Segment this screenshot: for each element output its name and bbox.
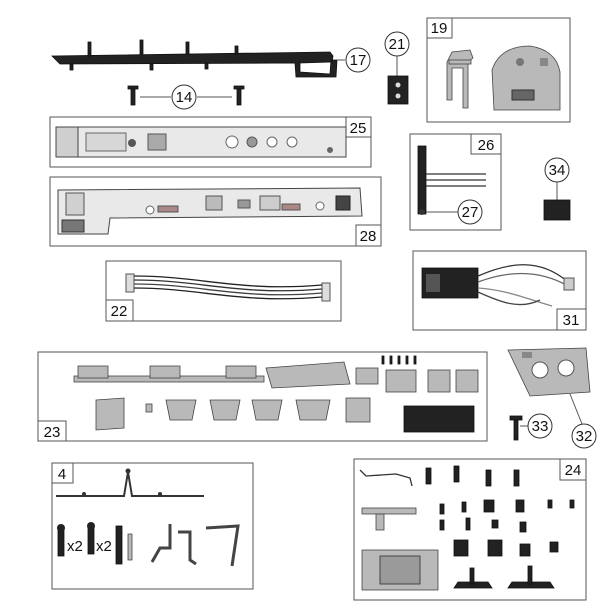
callout-32: 32 [571, 423, 597, 449]
part-19-bracket [446, 49, 474, 109]
svg-text:34: 34 [549, 162, 566, 179]
part-24-components [359, 465, 575, 591]
callout-14: 14 [171, 84, 197, 110]
callout-17: 17 [345, 47, 371, 73]
part-14-screws [127, 85, 245, 106]
svg-text:33: 33 [532, 418, 549, 435]
part-22-cable [125, 273, 331, 302]
svg-text:32: 32 [576, 428, 593, 445]
callout-27: 27 [457, 199, 483, 225]
part-23-components [73, 355, 479, 433]
part-4-components [56, 468, 240, 567]
svg-text:31: 31 [563, 312, 580, 329]
svg-text:24: 24 [565, 462, 582, 479]
callout-33: 33 [527, 413, 553, 439]
svg-text:28: 28 [360, 228, 377, 245]
part-33-screw [509, 415, 523, 441]
part-34-block [543, 199, 571, 221]
svg-text:21: 21 [389, 36, 406, 53]
svg-text:14: 14 [176, 89, 193, 106]
svg-text:26: 26 [478, 137, 495, 154]
part-25-pcb [55, 126, 347, 158]
part-31-decoder [421, 264, 575, 307]
callout-21: 21 [384, 31, 410, 57]
svg-text:17: 17 [350, 52, 367, 69]
part-27-screw [419, 209, 425, 215]
svg-text:22: 22 [111, 303, 128, 320]
part-26-bar [417, 145, 486, 215]
part-21-block [387, 75, 409, 105]
svg-text:19: 19 [431, 20, 448, 37]
qty-x2-a: x2 [67, 538, 83, 555]
svg-text:4: 4 [58, 466, 66, 483]
svg-text:25: 25 [350, 120, 367, 137]
part-19-plate [491, 45, 561, 111]
svg-text:27: 27 [462, 204, 479, 221]
part-32-plate [507, 347, 591, 397]
part-28-pcb [57, 187, 363, 235]
qty-x2-b: x2 [96, 538, 112, 555]
callout-34: 34 [544, 157, 570, 183]
svg-text:23: 23 [44, 424, 61, 441]
part-17-frame [51, 39, 338, 78]
